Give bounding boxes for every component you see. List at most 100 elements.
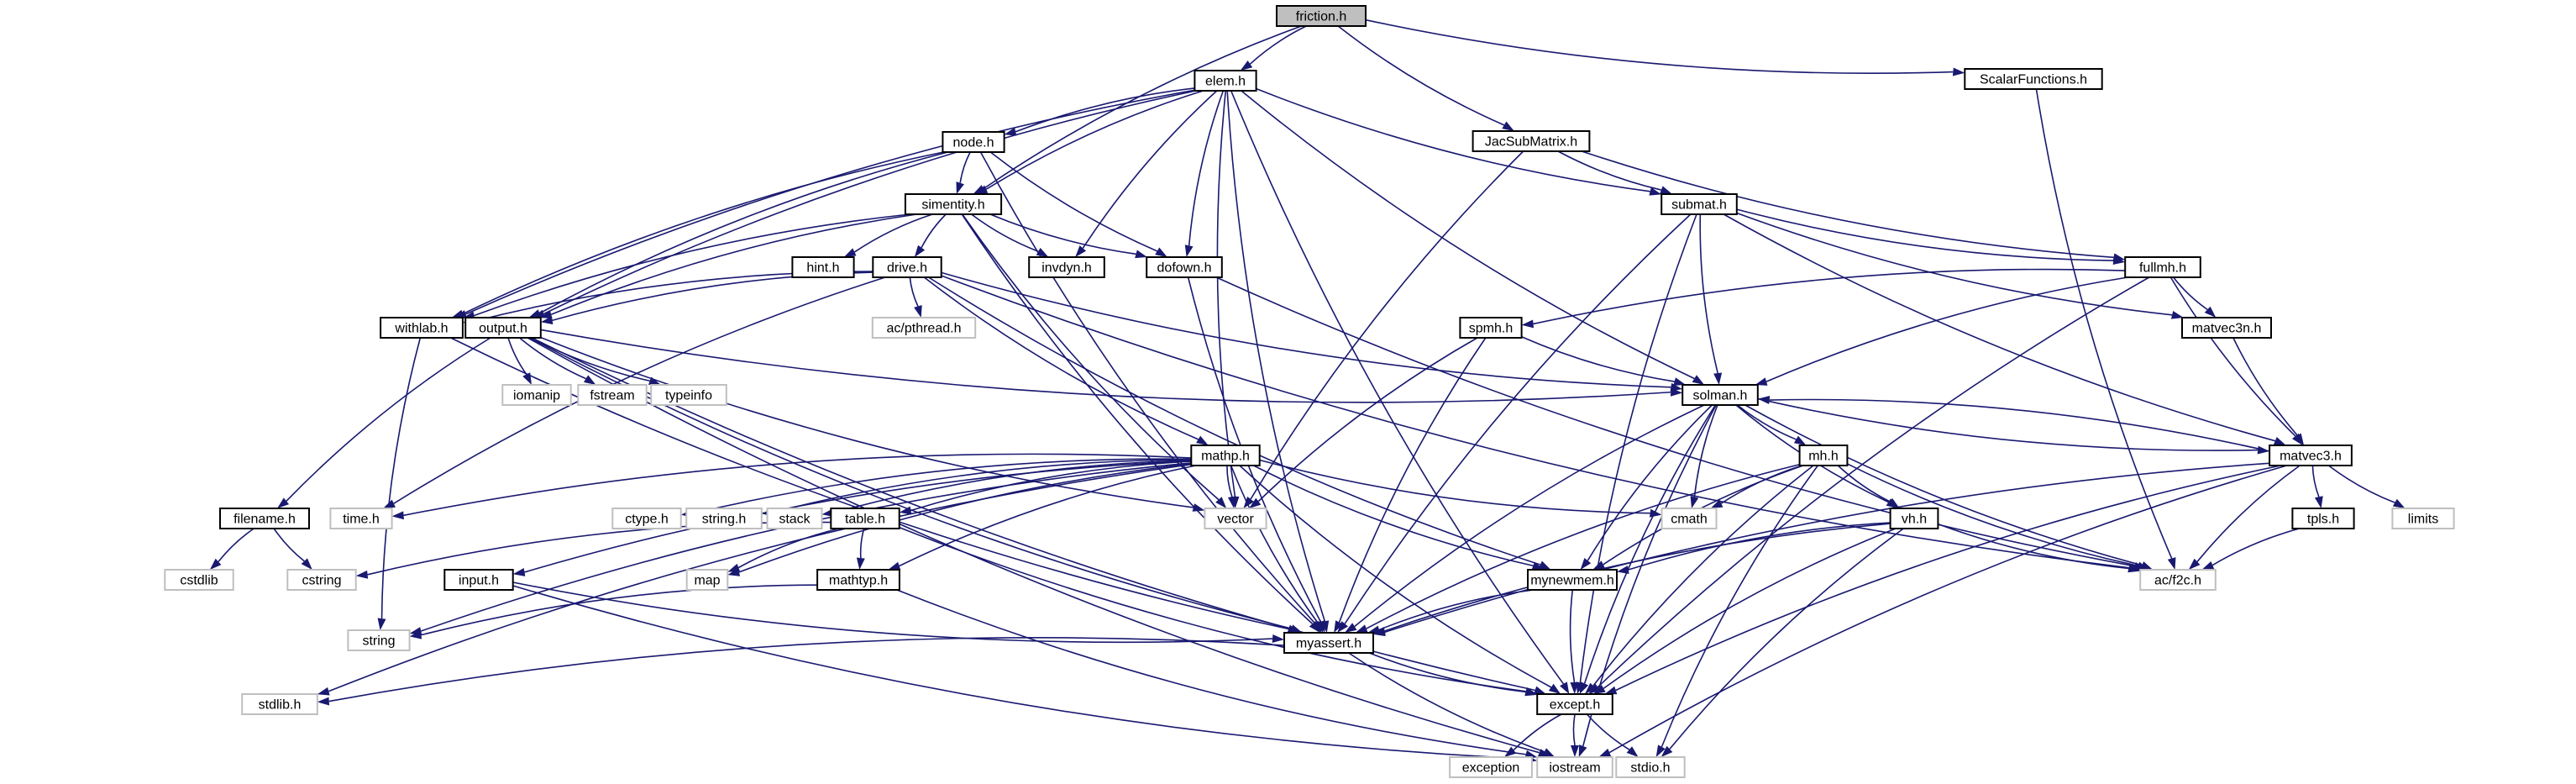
edge-matvec3-to-except bbox=[1615, 465, 2281, 692]
edge-mh-to-vh bbox=[1837, 465, 1891, 502]
node-box bbox=[1276, 5, 1367, 27]
edge-simentity-to-dofown bbox=[989, 213, 1136, 255]
node-elem[interactable]: elem.h bbox=[1194, 70, 1257, 92]
edge-except-to-iostream bbox=[1572, 713, 1576, 746]
arrowhead-icon bbox=[1502, 121, 1514, 131]
node-scalar[interactable]: ScalarFunctions.h bbox=[1964, 68, 2103, 90]
node-fullmh[interactable]: fullmh.h bbox=[2124, 256, 2201, 278]
edge-myassert-to-iostream bbox=[1348, 652, 1545, 753]
edge-submat-to-solman bbox=[1699, 213, 1718, 374]
arrowhead-icon bbox=[1670, 387, 1683, 397]
node-hint[interactable]: hint.h bbox=[791, 256, 855, 278]
node-vh[interactable]: vh.h bbox=[1889, 508, 1939, 529]
edge-fullmh-to-solman bbox=[1765, 276, 2128, 382]
edge-mynewmem-to-myassert bbox=[1378, 589, 1534, 631]
edge-mathp-to-vector bbox=[1226, 465, 1233, 497]
node-box bbox=[1472, 130, 1591, 152]
node-box bbox=[577, 384, 648, 406]
edge-elem-to-dofown bbox=[1188, 90, 1225, 246]
node-label: elem.h bbox=[1205, 75, 1246, 89]
node-table[interactable]: table.h bbox=[830, 508, 900, 529]
node-mathp[interactable]: mathp.h bbox=[1190, 445, 1261, 466]
node-label: vector bbox=[1217, 513, 1254, 527]
node-filename[interactable]: filename.h bbox=[219, 508, 310, 529]
arrowhead-icon bbox=[2188, 558, 2201, 570]
edge-mathp-to-timeh bbox=[403, 453, 1192, 517]
arrowhead-icon bbox=[540, 316, 553, 325]
arrowhead-icon bbox=[377, 618, 386, 630]
node-myassert[interactable]: myassert.h bbox=[1283, 632, 1374, 654]
node-box bbox=[611, 508, 682, 529]
arrowhead-icon bbox=[1196, 435, 1209, 445]
node-box bbox=[1798, 445, 1849, 466]
node-map: map bbox=[685, 569, 729, 591]
node-submat[interactable]: submat.h bbox=[1660, 193, 1738, 215]
node-box bbox=[2269, 445, 2353, 466]
node-label: cmath bbox=[1671, 513, 1708, 527]
arrowhead-icon bbox=[1344, 623, 1357, 633]
node-tpls[interactable]: tpls.h bbox=[2291, 508, 2355, 529]
edge-mathp-to-cmath bbox=[1259, 459, 1650, 514]
edge-vh-to-myassert bbox=[1384, 523, 1891, 632]
node-label: withlab.h bbox=[394, 322, 448, 336]
edge-mathp-to-string bbox=[421, 462, 1192, 632]
edge-vh-to-stdio bbox=[1669, 528, 1904, 750]
node-mathtyp[interactable]: mathtyp.h bbox=[816, 569, 900, 591]
node-drive[interactable]: drive.h bbox=[872, 256, 942, 278]
node-output[interactable]: output.h bbox=[464, 317, 542, 339]
arrowhead-icon bbox=[975, 185, 989, 194]
edge-drive-to-mathp bbox=[923, 276, 1199, 440]
node-box bbox=[2181, 317, 2272, 339]
node-label: fstream bbox=[590, 389, 634, 403]
node-invdyn[interactable]: invdyn.h bbox=[1028, 256, 1105, 278]
node-matvec3[interactable]: matvec3.h bbox=[2269, 445, 2353, 466]
node-friction[interactable]: friction.h bbox=[1276, 5, 1367, 27]
arrowhead-icon bbox=[2201, 560, 2215, 570]
node-spmh[interactable]: spmh.h bbox=[1459, 317, 1523, 339]
arrowhead-icon bbox=[451, 309, 464, 318]
edge-elem-to-output bbox=[543, 90, 1197, 315]
node-label: cstring bbox=[302, 574, 341, 588]
node-simentity[interactable]: simentity.h bbox=[904, 193, 1003, 215]
node-label: simentity.h bbox=[921, 198, 984, 213]
arrowhead-icon bbox=[1533, 686, 1546, 695]
arrowhead-icon bbox=[1272, 634, 1284, 644]
node-node[interactable]: node.h bbox=[942, 131, 1005, 153]
node-jac[interactable]: JacSubMatrix.h bbox=[1472, 130, 1591, 152]
node-withlab[interactable]: withlab.h bbox=[380, 317, 464, 339]
edge-simentity-to-drive bbox=[921, 213, 947, 249]
edge-mathp-to-input bbox=[524, 460, 1192, 573]
node-label: myassert.h bbox=[1296, 637, 1361, 651]
arrowhead-icon bbox=[1548, 683, 1561, 694]
node-except[interactable]: except.h bbox=[1536, 693, 1613, 715]
node-mynewmem[interactable]: mynewmem.h bbox=[1527, 569, 1618, 591]
edge-submat-to-myassert bbox=[1344, 213, 1692, 624]
node-label: input.h bbox=[459, 574, 499, 588]
arrowhead-icon bbox=[1655, 745, 1666, 757]
edge-filename-to-cstdlib bbox=[218, 528, 254, 562]
node-matvec3n[interactable]: matvec3n.h bbox=[2181, 317, 2272, 339]
arrowhead-icon bbox=[1887, 497, 1900, 508]
node-box bbox=[685, 508, 763, 529]
arrowhead-icon bbox=[1579, 681, 1589, 694]
arrowhead-icon bbox=[1580, 557, 1592, 570]
node-box bbox=[1536, 693, 1613, 715]
node-label: solman.h bbox=[1693, 389, 1748, 403]
edge-vh-to-except bbox=[1603, 528, 1897, 689]
arrowhead-icon bbox=[2294, 433, 2305, 445]
node-f2c: ac/f2c.h bbox=[2139, 569, 2217, 591]
node-box bbox=[501, 384, 572, 406]
arrowhead-icon bbox=[1578, 745, 1587, 757]
edge-node-to-output bbox=[539, 151, 948, 314]
edge-solman-to-myassert bbox=[1354, 404, 1705, 628]
node-input[interactable]: input.h bbox=[443, 569, 514, 591]
node-dofown[interactable]: dofown.h bbox=[1146, 256, 1223, 278]
node-solman[interactable]: solman.h bbox=[1681, 384, 1759, 406]
edge-solman-to-mynewmem bbox=[1587, 404, 1713, 561]
edge-solman-to-f2c bbox=[1744, 404, 2143, 566]
arrowhead-icon bbox=[1240, 61, 1253, 71]
node-mh[interactable]: mh.h bbox=[1798, 445, 1849, 466]
edge-simentity-to-hint bbox=[853, 213, 933, 253]
node-label: string bbox=[362, 634, 395, 649]
